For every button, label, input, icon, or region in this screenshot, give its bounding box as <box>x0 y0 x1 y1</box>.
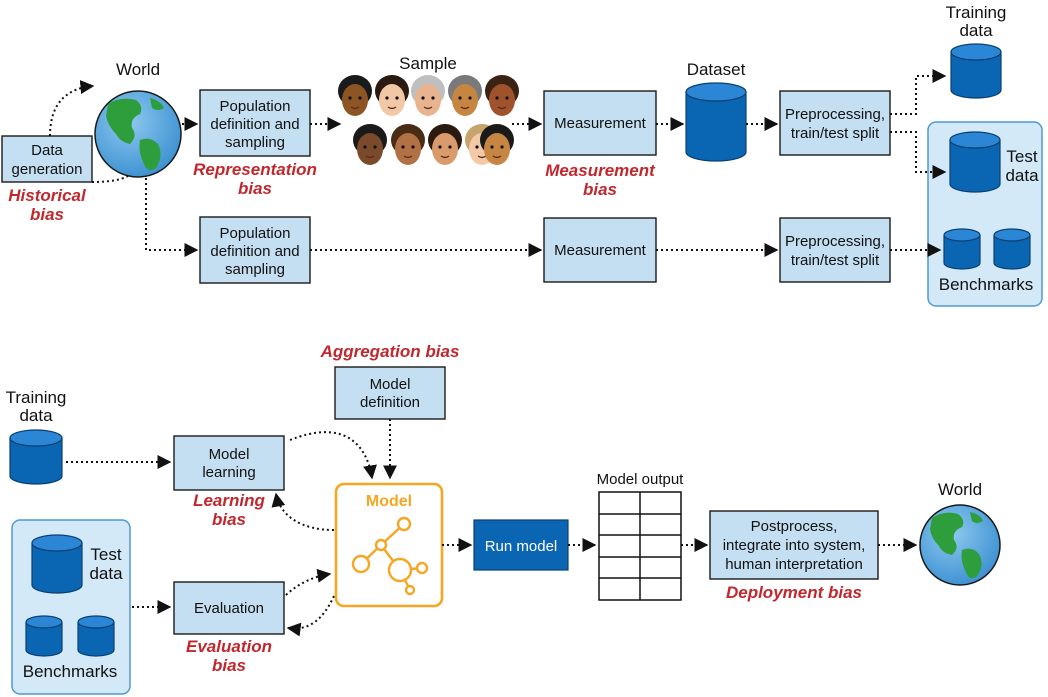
model-definition-line-1: Model <box>370 376 411 393</box>
sample-label: Sample <box>399 54 457 73</box>
postprocess-box: Postprocess, integrate into system, huma… <box>709 510 879 580</box>
run-model-label: Run model <box>485 538 558 555</box>
bottom-connectors <box>66 419 918 637</box>
person-face-icon <box>391 124 425 165</box>
evaluation-box: Evaluation <box>173 581 285 635</box>
person-face-icon <box>485 75 519 116</box>
person-face-icon <box>480 124 514 165</box>
population-2-line-2: definition and <box>210 243 299 260</box>
run-model-box: Run model <box>473 519 569 571</box>
world-label-top: World <box>116 60 160 79</box>
network-graph-icon <box>351 516 429 596</box>
representation-bias-label-2: bias <box>238 179 272 198</box>
evaluation-label: Evaluation <box>194 600 264 617</box>
person-face-icon <box>448 75 482 116</box>
learning-bias-label-2: bias <box>212 510 246 529</box>
test-data-label-top-1: Test <box>1006 147 1037 166</box>
preprocessing-box-1: Preprocessing, train/test split <box>779 90 891 156</box>
population-sampling-box-1: Population definition and sampling <box>199 89 311 157</box>
training-data-label-top-1: Training <box>946 3 1007 22</box>
model-definition-box: Model definition <box>334 366 446 420</box>
historical-bias-label-2: bias <box>30 205 64 224</box>
measurement-1-label: Measurement <box>554 115 647 132</box>
globe-icon-bottom <box>919 504 1001 586</box>
test-data-label-top-2: data <box>1005 166 1039 185</box>
test-data-cylinder-icon-bottom <box>31 534 83 594</box>
aggregation-bias-label: Aggregation bias <box>320 342 460 361</box>
training-data-cylinder-icon-bottom <box>9 429 63 485</box>
evaluation-bias-label-1: Evaluation <box>186 637 272 656</box>
population-1-line-3: sampling <box>225 134 285 151</box>
training-data-cylinder-icon-top <box>950 43 1002 99</box>
population-1-line-1: Population <box>220 98 291 115</box>
population-1-line-2: definition and <box>210 116 299 133</box>
measurement-2-label: Measurement <box>554 242 647 259</box>
test-data-label-bottom-2: data <box>89 564 123 583</box>
evaluation-bias-label-2: bias <box>212 656 246 675</box>
preprocessing-1-line-1: Preprocessing, <box>785 106 885 123</box>
test-data-cylinder-icon-top <box>949 131 1001 193</box>
measurement-bias-label-1: Measurement <box>545 161 656 180</box>
deployment-bias-label: Deployment bias <box>726 583 862 602</box>
model-output-table-icon <box>598 491 682 601</box>
benchmark-cylinders-icon-top <box>943 228 1031 270</box>
preprocessing-2-line-2: train/test split <box>791 252 880 269</box>
representation-bias-label-1: Representation <box>193 160 317 179</box>
data-generation-label-2: generation <box>12 161 83 178</box>
measurement-bias-label-2: bias <box>583 180 617 199</box>
preprocessing-1-line-2: train/test split <box>791 125 880 142</box>
model-box: Model <box>334 482 444 608</box>
benchmarks-label-bottom: Benchmarks <box>23 662 117 681</box>
postprocess-line-3: human interpretation <box>725 556 863 573</box>
training-data-label-top-2: data <box>959 21 993 40</box>
model-learning-line-1: Model <box>209 446 250 463</box>
globe-icon-top <box>94 90 182 178</box>
data-generation-box: Data generation <box>1 135 93 183</box>
population-2-line-3: sampling <box>225 261 285 278</box>
preprocessing-2-line-1: Preprocessing, <box>785 233 885 250</box>
model-learning-box: Model learning <box>173 435 285 491</box>
dataset-label: Dataset <box>687 60 746 79</box>
model-output-label: Model output <box>597 471 685 488</box>
preprocessing-box-2: Preprocessing, train/test split <box>779 217 891 283</box>
measurement-box-1: Measurement <box>543 90 657 156</box>
person-face-icon <box>428 124 462 165</box>
sample-faces-group <box>338 75 519 165</box>
population-2-line-1: Population <box>220 225 291 242</box>
postprocess-line-1: Postprocess, <box>751 518 838 535</box>
person-face-icon <box>411 75 445 116</box>
postprocess-line-2: integrate into system, <box>723 537 866 554</box>
person-face-icon <box>338 75 372 116</box>
world-label-bottom: World <box>938 480 982 499</box>
data-generation-label-1: Data <box>31 142 63 159</box>
dataset-cylinder-icon <box>685 82 747 162</box>
person-face-icon <box>353 124 387 165</box>
measurement-box-2: Measurement <box>543 217 657 283</box>
population-sampling-box-2: Population definition and sampling <box>199 216 311 284</box>
training-data-label-bottom-2: data <box>19 406 53 425</box>
learning-bias-label-1: Learning <box>193 491 265 510</box>
historical-bias-label-1: Historical <box>8 186 87 205</box>
benchmarks-label-top: Benchmarks <box>939 275 1033 294</box>
training-data-label-bottom-1: Training <box>6 388 67 407</box>
person-face-icon <box>375 75 409 116</box>
model-learning-line-2: learning <box>202 464 255 481</box>
model-label: Model <box>366 493 412 510</box>
benchmark-cylinders-icon-bottom <box>25 615 115 657</box>
top-connectors <box>49 69 947 257</box>
test-data-label-bottom-1: Test <box>90 545 121 564</box>
model-definition-line-2: definition <box>360 394 420 411</box>
